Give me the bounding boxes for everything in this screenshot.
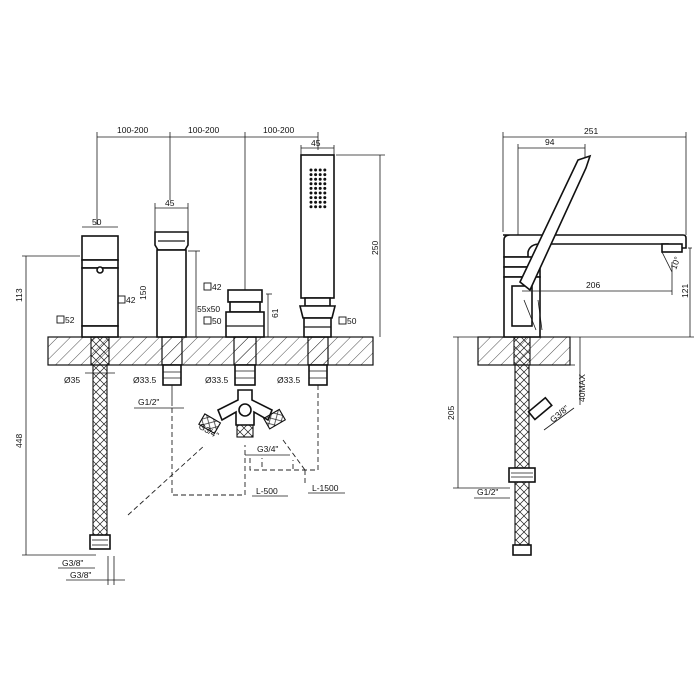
nozzle-dot	[309, 173, 313, 177]
nozzle-dot	[314, 173, 318, 177]
nozzle-dot	[323, 182, 327, 186]
top-spacing-dimensions: 100-200 100-200 100-200	[96, 125, 319, 290]
handshower-nozzles	[309, 168, 327, 209]
side-251-label: 251	[584, 126, 598, 136]
spacing-label-3: 100-200	[263, 125, 294, 135]
rect-55x50-label: 55x50	[197, 304, 220, 314]
side-94-label: 94	[545, 137, 555, 147]
height-150-label: 150	[138, 286, 148, 300]
handshower-unit: 45 250 50 Ø33.5	[277, 138, 385, 386]
dia-33-5-label-a: Ø33.5	[133, 375, 156, 385]
g1-2-label-a: G1/2"	[138, 397, 159, 407]
dia-33-5-label-c: Ø33.5	[277, 375, 300, 385]
side-40max-label: 40MAX	[577, 374, 587, 402]
g3-4-label-b: G3/4"	[257, 444, 278, 454]
nozzle-dot	[309, 200, 313, 204]
nozzle-dot	[309, 182, 313, 186]
nozzle-dot	[309, 196, 313, 200]
sq-52-label: 52	[65, 315, 75, 325]
nozzle-dot	[318, 200, 322, 204]
spout-width-label: 45	[165, 198, 175, 208]
nozzle-dot	[323, 205, 327, 209]
l-1500-label: L-1500	[312, 483, 339, 493]
sq-50-label-b: 50	[347, 316, 357, 326]
nozzle-dot	[314, 196, 318, 200]
g3-8-label-a: G3/8"	[62, 558, 83, 568]
nozzle-dot	[314, 205, 318, 209]
nozzle-dot	[318, 182, 322, 186]
nozzle-dot	[323, 186, 327, 190]
side-121-label: 121	[680, 284, 690, 298]
nozzle-dot	[323, 196, 327, 200]
nozzle-dot	[314, 182, 318, 186]
diverter-unit: 42 55x50 50 61 Ø33.5 G3/4" G3/4"	[127, 282, 345, 516]
nozzle-dot	[318, 205, 322, 209]
nozzle-dot	[314, 177, 318, 181]
sq-42-label-a: 42	[126, 295, 136, 305]
spout-unit: 45 150 Ø33.5 G1/2"	[133, 198, 200, 409]
spacing-label-1: 100-200	[117, 125, 148, 135]
handle-unit: 50 113 448 52 42 Ø35	[14, 217, 136, 585]
nozzle-dot	[314, 168, 318, 172]
side-206-label: 206	[586, 280, 600, 290]
nozzle-dot	[314, 186, 318, 190]
height-113-label: 113	[14, 288, 24, 302]
handle-width-label: 50	[92, 217, 102, 227]
nozzle-dot	[318, 168, 322, 172]
nozzle-dot	[314, 200, 318, 204]
nozzle-dot	[323, 191, 327, 195]
height-61-label: 61	[270, 308, 280, 318]
nozzle-dot	[309, 205, 313, 209]
nozzle-dot	[318, 191, 322, 195]
nozzle-dot	[323, 200, 327, 204]
nozzle-dot	[309, 168, 313, 172]
handle-hose	[92, 364, 108, 536]
handshower-width-label: 45	[311, 138, 321, 148]
dia-33-5-label-b: Ø33.5	[205, 375, 228, 385]
nozzle-dot	[309, 186, 313, 190]
height-448-label: 448	[14, 434, 24, 448]
nozzle-dot	[318, 173, 322, 177]
g3-8-label-b: G3/8"	[70, 570, 91, 580]
nozzle-dot	[318, 196, 322, 200]
front-view: 100-200 100-200 100-200 50 113	[14, 125, 385, 585]
nozzle-dot	[323, 168, 327, 172]
height-250-label: 250	[370, 241, 380, 255]
nozzle-dot	[323, 177, 327, 181]
nozzle-dot	[323, 173, 327, 177]
side-g1-2-label: G1/2"	[477, 487, 498, 497]
nozzle-dot	[309, 191, 313, 195]
l-500-label: L-500	[256, 486, 278, 496]
side-205-label: 205	[446, 406, 456, 420]
nozzle-dot	[314, 191, 318, 195]
side-hose	[514, 364, 530, 546]
dia-35-label: Ø35	[64, 375, 80, 385]
nozzle-dot	[318, 186, 322, 190]
sq-42-label-b: 42	[212, 282, 222, 292]
nozzle-dot	[309, 177, 313, 181]
side-angle-label: 10°	[668, 255, 682, 271]
side-view: 251 94 10° 206 121	[446, 126, 694, 556]
sq-50-label-a: 50	[212, 316, 222, 326]
spacing-label-2: 100-200	[188, 125, 219, 135]
nozzle-dot	[318, 177, 322, 181]
